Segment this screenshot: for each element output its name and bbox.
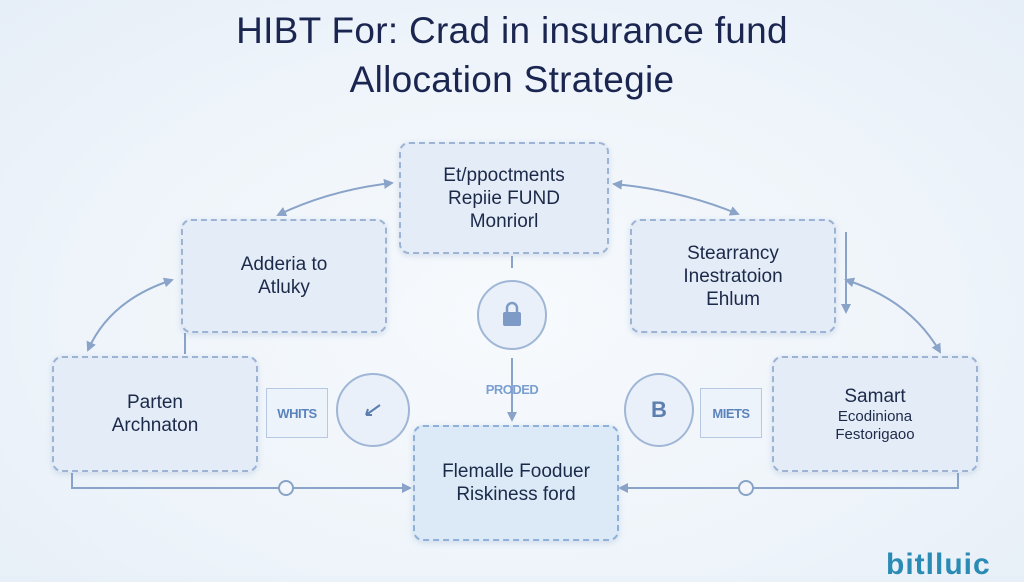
box-top-center: Et/ppoctments Repiie FUND Monriorl — [399, 142, 609, 254]
box-bottom-center-line-2: Riskiness ford — [456, 484, 576, 505]
box-top-center-line-1: Et/ppoctments — [443, 164, 565, 186]
box-top-center-line-2: Repiie FUND — [448, 187, 560, 209]
arrow-icon — [336, 373, 410, 447]
box-left-mid-line-2: Atluky — [258, 277, 310, 298]
connector-bottom-right — [618, 473, 959, 493]
box-left-low-line-2: Archnaton — [111, 415, 199, 436]
diagram-title-line-1: HIBT For: Crad in insurance fund — [236, 10, 788, 51]
chip-proded: PRODED — [485, 381, 539, 397]
box-right-mid-line-2: Inestratoion — [683, 265, 783, 287]
box-right-low-line-3: Festorigaoo — [835, 425, 915, 443]
box-right-low-line-1: Samart — [844, 385, 906, 407]
box-right-mid-line-3: Ehlum — [706, 288, 760, 310]
arrow-icon-glyph — [365, 404, 381, 416]
box-right-low-line-2: Ecodiniona — [837, 407, 913, 425]
arrow-leftmid-to-top — [276, 178, 394, 217]
bitcoin-icon-symbol: B — [651, 397, 667, 422]
box-right-mid: Stearrancy Inestratoion Ehlum — [630, 219, 836, 333]
box-right-mid-line-1: Stearrancy — [687, 242, 779, 264]
arrow-leftlow-to-leftmid — [86, 277, 174, 352]
box-bottom-center-line-1: Flemalle Fooduer — [442, 461, 590, 482]
arrow-rightmid-to-rightlow — [844, 277, 942, 354]
connector-node-right — [738, 480, 754, 496]
lock-icon — [477, 280, 547, 350]
arrow-top-to-rightmid — [612, 179, 740, 216]
lock-icon-glyph — [503, 301, 521, 326]
box-bottom-center: Flemalle Fooduer Riskiness ford — [413, 425, 619, 541]
box-left-low-line-1: Parten — [127, 392, 183, 413]
connector-node-left — [278, 480, 294, 496]
box-right-low: Samart Ecodiniona Festorigaoo — [772, 356, 978, 472]
connector-bottom-left — [71, 473, 412, 493]
box-top-center-line-3: Monriorl — [469, 210, 539, 232]
chip-miets: MIETS — [700, 388, 762, 438]
box-left-low: Parten Archnaton — [52, 356, 258, 472]
brand-logo: bitlluic — [886, 548, 991, 581]
box-left-mid: Adderia to Atluky — [181, 219, 387, 333]
bitcoin-icon: B — [624, 373, 694, 447]
box-left-mid-line-1: Adderia to — [240, 254, 328, 275]
diagram-title-line-2: Allocation Strategie — [349, 59, 675, 100]
chip-whits: WHITS — [266, 388, 328, 438]
